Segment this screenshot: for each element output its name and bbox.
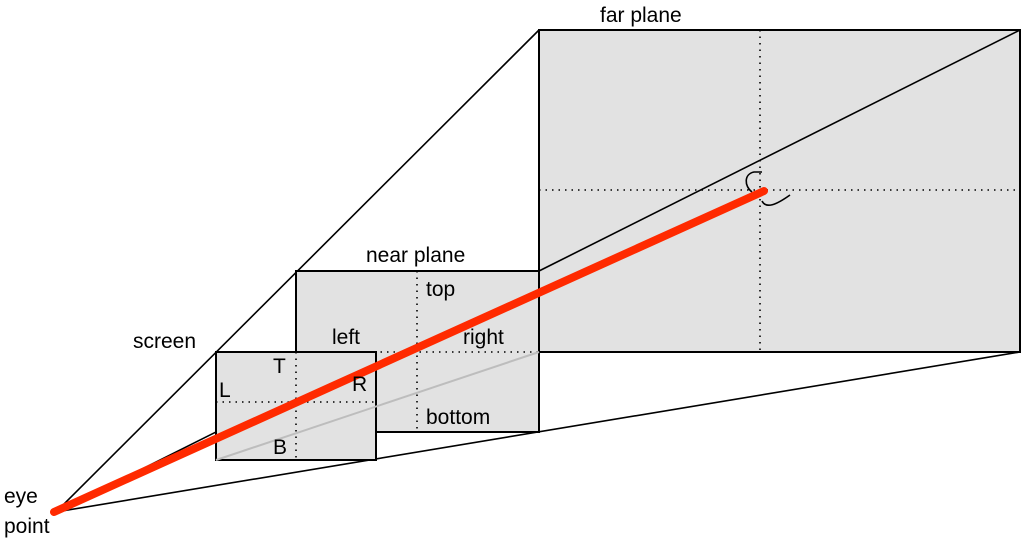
eye-point-label-line2: point: [4, 515, 50, 538]
screen-label: screen: [133, 330, 196, 353]
near-plane-top-label: top: [426, 278, 455, 301]
far-plane: [538, 29, 1021, 353]
near-plane-right-label: right: [463, 326, 504, 349]
near-plane-label: near plane: [366, 244, 465, 267]
screen-left-label: L: [219, 379, 231, 402]
center-bracket-mark-lower: [761, 194, 791, 207]
screen-right-label: R: [352, 373, 367, 396]
screen-bottom-label: B: [273, 436, 287, 459]
screen-top-label: T: [273, 355, 286, 378]
frustum-edge-faint-inner: [215, 351, 540, 461]
near-plane-left-label: left: [332, 326, 360, 349]
center-bracket-mark-upper: [745, 171, 762, 193]
far-plane-label: far plane: [600, 4, 682, 27]
near-plane-bottom-label: bottom: [426, 406, 490, 429]
frustum-edge-near-to-far: [538, 29, 1021, 272]
view-ray: [50, 187, 768, 516]
eye-point-label-line1: eye: [4, 485, 38, 508]
